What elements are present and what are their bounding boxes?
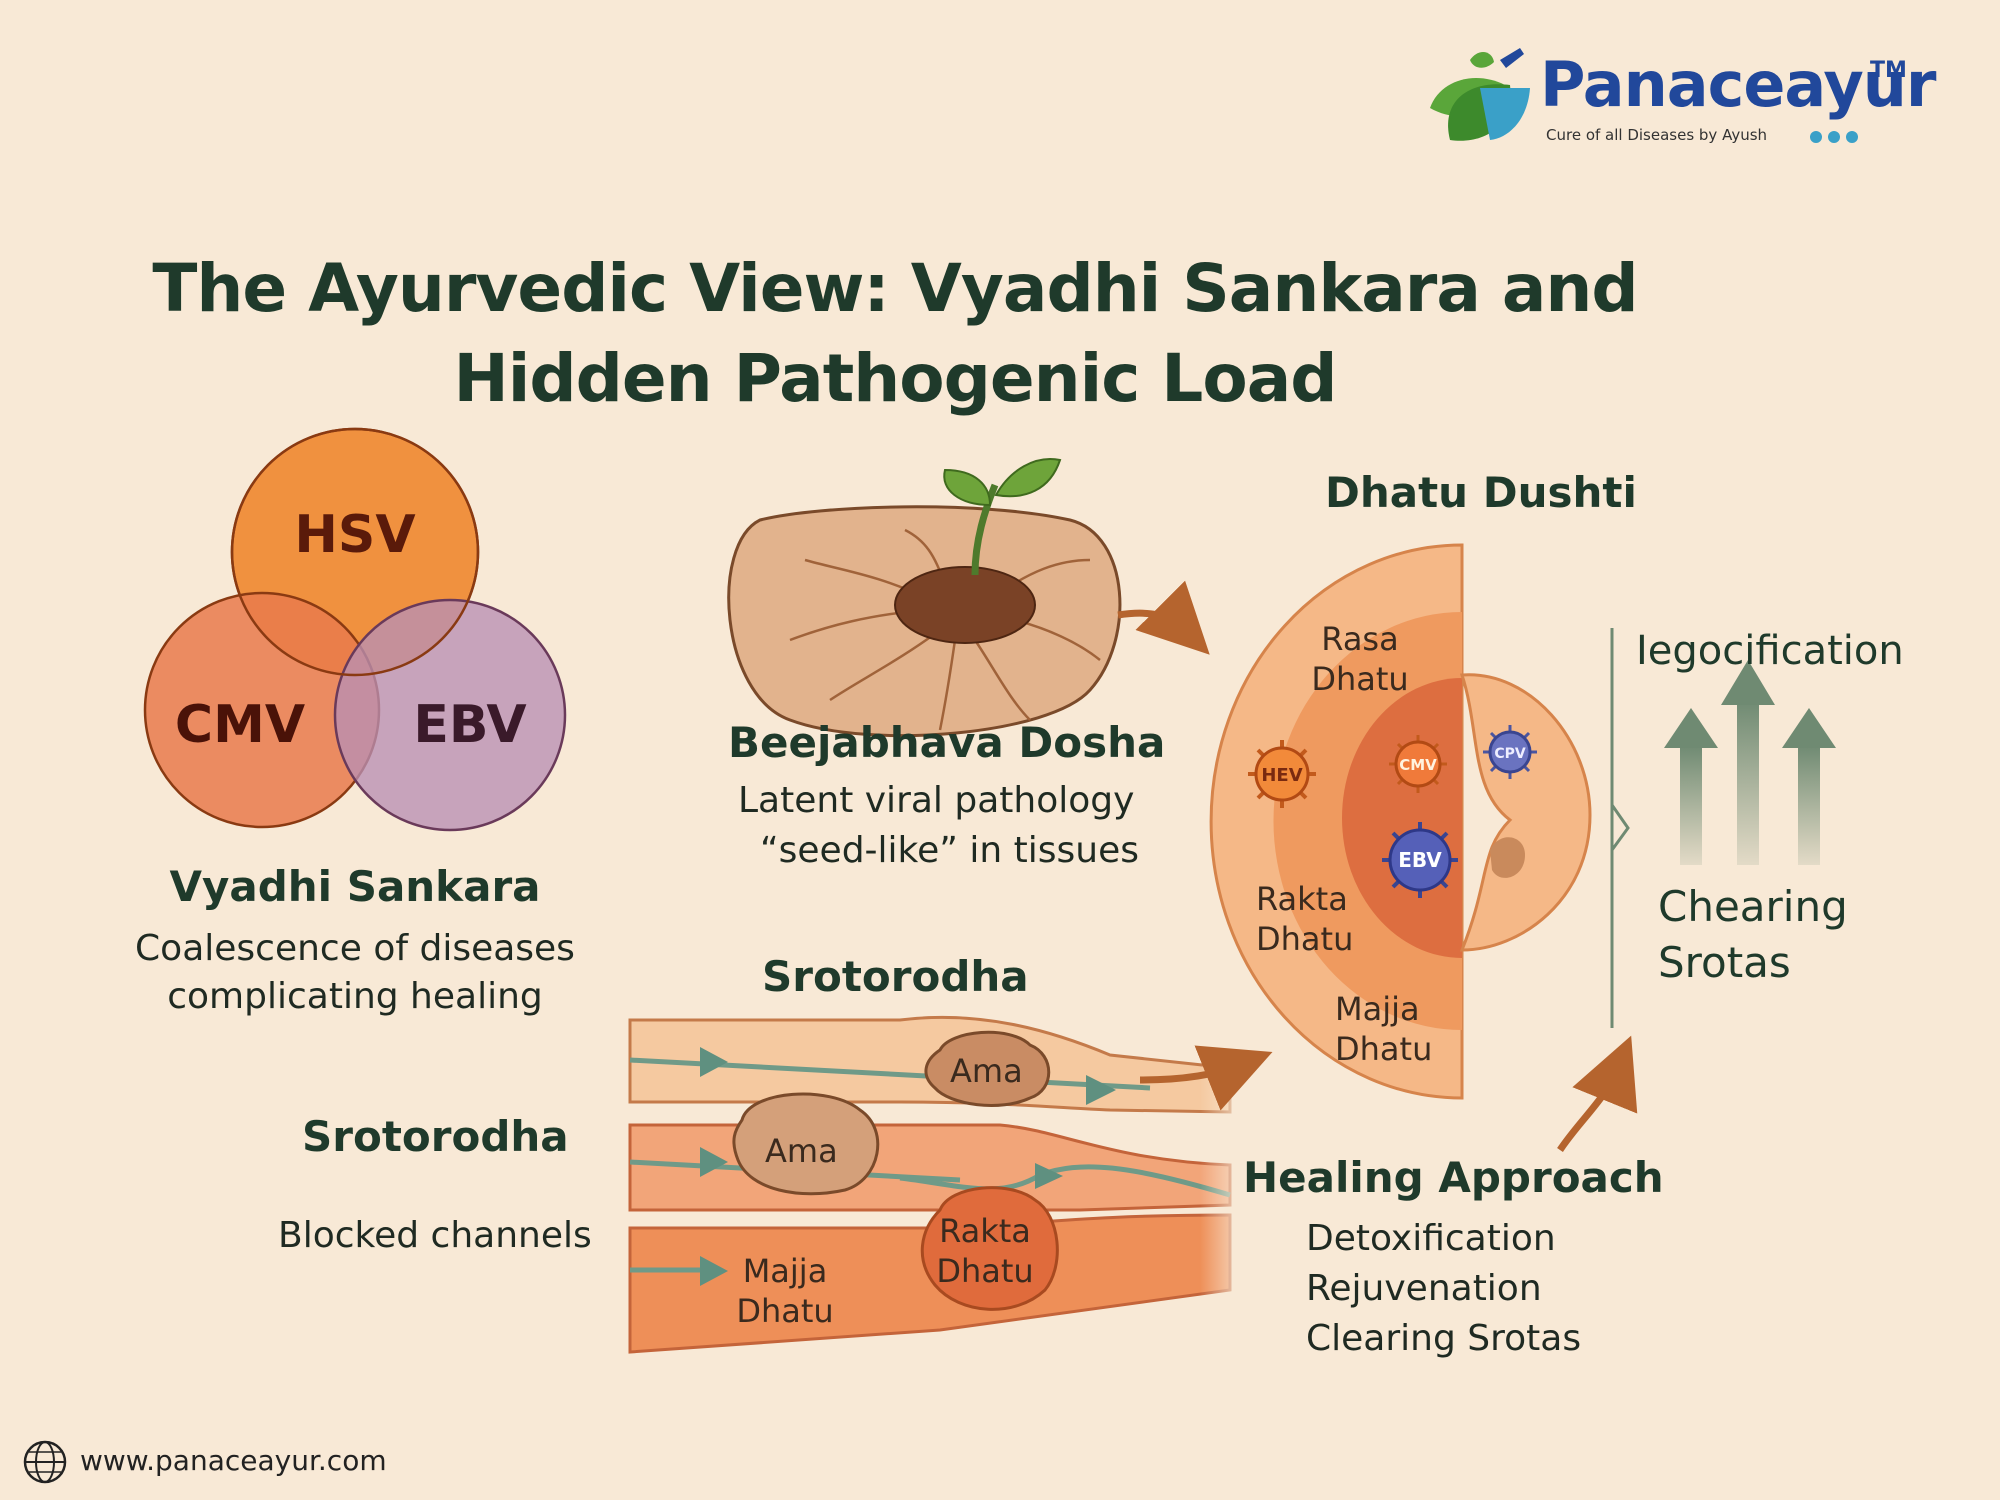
virus-hev-icon: HEV xyxy=(1248,740,1316,808)
channel-rakta-label-2: Dhatu xyxy=(936,1252,1034,1290)
beejabhava-desc-1: Latent viral pathology xyxy=(738,780,1135,821)
dhatu-dushti-heading: Dhatu Dushti xyxy=(1325,468,1637,517)
vyadhi-sankara-desc-1: Coalescence of diseases xyxy=(135,928,575,969)
virus-cpv-label: CPV xyxy=(1494,746,1526,762)
srotorodha-center-heading: Srotorodha xyxy=(762,952,1029,1001)
virus-cmv-icon: CMV xyxy=(1389,735,1447,793)
rasa-dhatu-label-2: Dhatu xyxy=(1311,660,1409,698)
rakta-dhatu-label-2: Dhatu xyxy=(1256,920,1354,958)
channel-majja-label-1: Majja xyxy=(742,1252,828,1290)
right-panel-bottom-line-2: Srotas xyxy=(1658,938,1791,987)
page-title-line-2: Hidden Pathogenic Load xyxy=(453,340,1338,417)
page-title-line-1: The Ayurvedic View: Vyadhi Sankara and xyxy=(152,250,1638,327)
srotorodha-left-desc: Blocked channels xyxy=(278,1215,592,1256)
upward-arrows-icon xyxy=(1664,660,1836,865)
venn-diagram xyxy=(143,427,567,832)
ama-mid-label: Ama xyxy=(765,1132,838,1170)
channel-rakta-label-1: Rakta xyxy=(939,1212,1031,1250)
virus-cmv-label: CMV xyxy=(1399,756,1437,774)
footer-url-link[interactable]: www.panaceayur.com xyxy=(80,1444,387,1477)
blocked-channels-illustration xyxy=(628,1010,1250,1360)
healing-item-3: Clearing Srotas xyxy=(1306,1318,1582,1359)
beejabhava-desc-2: “seed-like” in tissues xyxy=(760,830,1139,871)
venn-label-hsv: HSV xyxy=(294,505,416,565)
rasa-dhatu-label-1: Rasa xyxy=(1321,620,1399,658)
vyadhi-sankara-desc-2: complicating healing xyxy=(167,976,543,1017)
vyadhi-sankara-heading: Vyadhi Sankara xyxy=(169,862,541,911)
rakta-dhatu-label-1: Rakta xyxy=(1256,880,1348,918)
right-panel-top-label: Iegocification xyxy=(1636,628,1904,674)
brand-name: Panaceayur xyxy=(1540,48,1936,121)
right-panel-bracket xyxy=(1610,628,1630,1028)
venn-circle-ebv xyxy=(333,598,567,832)
healing-item-2: Rejuvenation xyxy=(1306,1268,1542,1309)
srotorodha-left-heading: Srotorodha xyxy=(302,1112,569,1161)
healing-item-1: Detoxification xyxy=(1306,1218,1556,1259)
venn-label-ebv: EBV xyxy=(413,695,527,755)
virus-ebv-label: EBV xyxy=(1398,848,1442,872)
beejabhava-heading: Beejabhava Dosha xyxy=(728,718,1166,767)
brand-tagline: Cure of all Diseases by Ayush xyxy=(1546,126,1768,144)
virus-hev-label: HEV xyxy=(1261,765,1302,786)
virus-ebv-icon: EBV xyxy=(1382,822,1458,898)
virus-cpv-icon: CPV xyxy=(1483,725,1537,779)
brand-logo-icon xyxy=(1430,48,1530,141)
seed-tissue-illustration xyxy=(727,458,1122,738)
majja-dhatu-label-2: Dhatu xyxy=(1335,1030,1433,1068)
venn-label-cmv: CMV xyxy=(174,695,306,755)
right-panel-bottom-line-1: Chearing xyxy=(1658,882,1848,931)
channel-majja-label-2: Dhatu xyxy=(736,1292,834,1330)
majja-dhatu-label-1: Majja xyxy=(1335,990,1420,1028)
ama-top-label: Ama xyxy=(950,1052,1023,1090)
dhatu-cross-section xyxy=(1209,543,1592,1100)
brand-trademark: TM xyxy=(1870,58,1907,83)
healing-approach-heading: Healing Approach xyxy=(1243,1153,1664,1202)
globe-icon xyxy=(23,1440,67,1484)
brand-dots-icon xyxy=(1810,128,1858,147)
